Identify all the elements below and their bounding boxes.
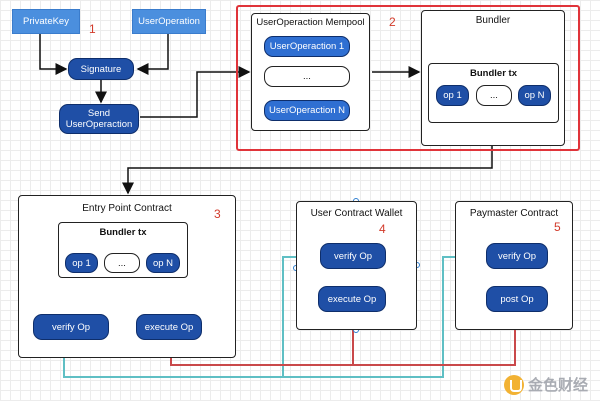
mempool-item-n: UserOperaction N — [264, 100, 350, 121]
wallet-verify-op: verify Op — [320, 243, 386, 269]
entry-op-n: op N — [146, 253, 180, 273]
bundler-tx-title: Bundler tx — [470, 68, 517, 79]
paymaster-verify-op: verify Op — [486, 243, 548, 269]
coin-logo-icon — [503, 374, 524, 395]
mempool-bundler-highlight — [236, 5, 580, 151]
entry-op-1: op 1 — [65, 253, 98, 273]
bundler-op-n: op N — [518, 85, 551, 106]
entry-verify-op: verify Op — [33, 314, 109, 340]
mempool-title: UserOperaction Mempool — [256, 17, 365, 28]
arrow-send-mempool — [140, 66, 251, 118]
watermark: 金色财经 — [503, 374, 588, 395]
mempool-item-ellipsis: ... — [264, 66, 350, 87]
flow-execute-paymaster — [353, 314, 523, 366]
user-operation-label: UserOperation — [132, 9, 206, 34]
send-line-2: UserOperaction — [65, 119, 133, 130]
entry-op-ellipsis: ... — [104, 253, 140, 273]
mempool-item-1: UserOperaction 1 — [264, 36, 350, 57]
send-user-operation-node: Send UserOperaction — [59, 104, 139, 134]
arrow-bundler-entrypoint — [122, 146, 493, 195]
bundler-op-1: op 1 — [436, 85, 469, 106]
private-key-label: PrivateKey — [12, 9, 80, 34]
wallet-title: User Contract Wallet — [310, 208, 403, 219]
step-number-4: 4 — [379, 222, 386, 236]
step-number-3: 3 — [214, 207, 221, 221]
step-number-2: 2 — [389, 15, 396, 29]
step-number-5: 5 — [554, 220, 561, 234]
bundler-title: Bundler — [475, 15, 511, 26]
entry-execute-op: execute Op — [136, 314, 202, 340]
entry-bundler-tx-title: Bundler tx — [99, 227, 147, 238]
send-line-1: Send — [87, 108, 111, 119]
step-number-1: 1 — [89, 22, 96, 36]
paymaster-title: Paymaster Contract — [469, 208, 559, 219]
arrow-privatekey-signature — [39, 34, 68, 75]
arrow-userop-signature — [136, 34, 169, 75]
paymaster-post-op: post Op — [486, 286, 548, 312]
bundler-op-ellipsis: ... — [476, 85, 512, 106]
watermark-text: 金色财经 — [527, 377, 588, 394]
wallet-execute-op: execute Op — [318, 286, 386, 312]
signature-node: Signature — [68, 58, 134, 80]
entry-point-title: Entry Point Contract — [82, 203, 172, 214]
